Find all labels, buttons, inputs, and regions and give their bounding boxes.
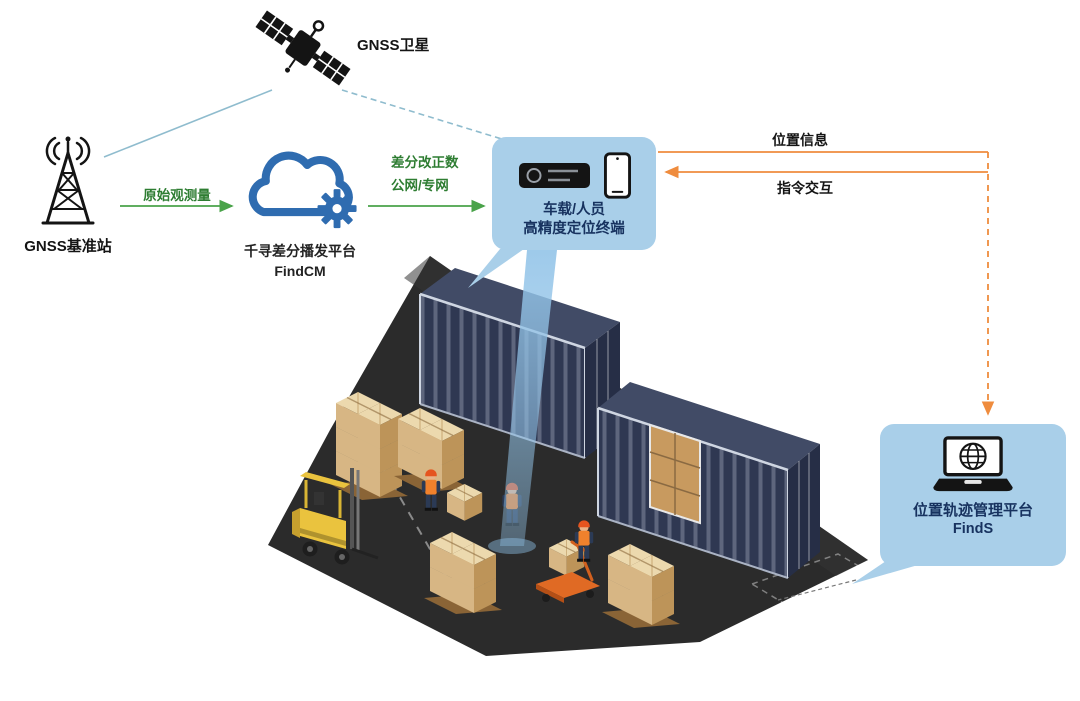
forklift — [292, 468, 379, 565]
pallet-stack-right — [602, 543, 680, 628]
vehicle-receiver-icon — [518, 162, 590, 188]
base-station-icon — [41, 136, 95, 225]
warehouse-workers — [421, 469, 594, 562]
terminal-bubble-tail — [468, 249, 524, 288]
cloud-label: 千寻差分播发平台 FindCM — [224, 241, 376, 281]
edge-label-diff-correction-2: 公网/专网 — [391, 178, 449, 193]
edge-label-position-info: 位置信息 — [772, 132, 828, 148]
cloud-label-line1: 千寻差分播发平台 — [244, 243, 356, 259]
satellite-label: GNSS卫星 — [357, 37, 430, 54]
floor-marked-zone — [750, 553, 878, 608]
terminal-label-line2: 高精度定位终端 — [523, 221, 625, 237]
finds-label-line2: FindS — [952, 521, 994, 537]
cloud-label-line2: FindCM — [274, 263, 326, 279]
pallet-stack-center — [424, 531, 502, 614]
terminal-label-line1: 车载/人员 — [542, 202, 606, 218]
finds-label-line1: 位置轨迹管理平台 — [912, 502, 1033, 519]
pallet-stacks — [330, 391, 470, 500]
base-station-label: GNSS基准站 — [24, 238, 112, 255]
warehouse-floor — [268, 256, 868, 656]
edge-label-raw-observation: 原始观测量 — [143, 188, 211, 203]
finds-platform-node: 位置轨迹管理平台 FindS — [880, 424, 1066, 566]
positioning-beam — [488, 250, 557, 554]
pallet-jack — [536, 538, 600, 603]
shipping-container-rear — [419, 268, 620, 459]
gnss-satellite-icon — [255, 10, 351, 86]
edge-label-diff-correction-1: 差分改正数 — [391, 155, 459, 170]
cloud-gear-icon — [248, 151, 357, 229]
shipping-container-front — [597, 382, 820, 579]
smartphone-icon — [603, 151, 631, 199]
link-satellite-terminal — [341, 89, 506, 141]
link-finds-warehouse — [777, 579, 857, 601]
laptop-globe-icon — [933, 436, 1013, 492]
terminal-device-icons — [492, 149, 656, 201]
terminal-node: 车载/人员 高精度定位终端 — [492, 137, 656, 250]
edge-label-command-interaction: 指令交互 — [777, 180, 833, 196]
